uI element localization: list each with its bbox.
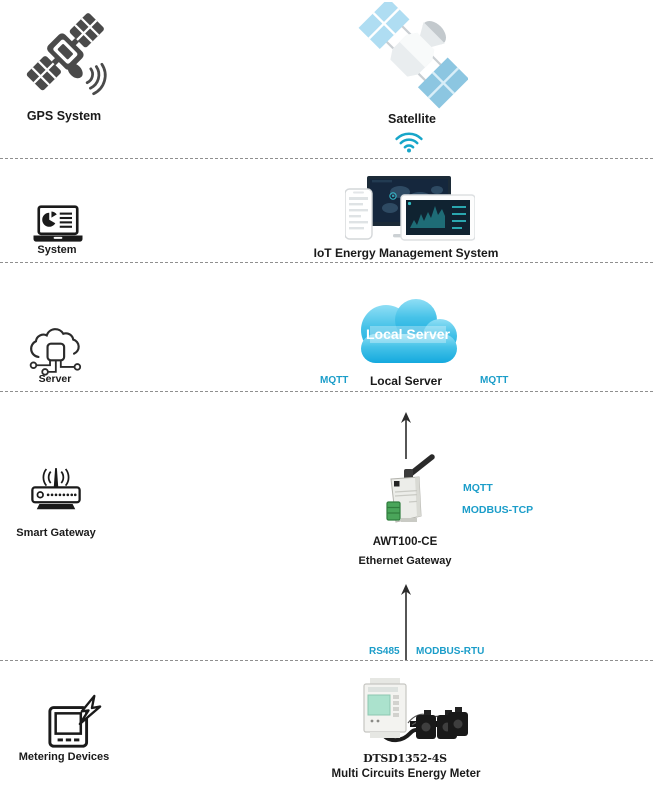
gateway-modbus-tcp-label: MODBUS-TCP: [462, 504, 534, 516]
gateway-mqtt-label: MQTT: [463, 482, 493, 494]
satellite-label: Satellite: [388, 112, 436, 126]
layer-divider: [0, 262, 653, 263]
layer-divider: [0, 660, 653, 661]
wifi-icon: [394, 129, 424, 153]
router-gateway-icon: [28, 461, 84, 519]
modbus-rtu-label: MODBUS-RTU: [416, 646, 485, 657]
system-label: System: [37, 244, 77, 256]
server-label: Server: [38, 373, 72, 385]
cloud-text: Local Server: [366, 326, 451, 342]
metering-devices-label: Metering Devices: [18, 751, 110, 763]
smart-gateway-label: Smart Gateway: [16, 527, 96, 539]
mqtt-right-label: MQTT: [480, 375, 509, 386]
iot-ems-devices-image: [345, 176, 475, 242]
multi-circuits-meter-label: Multi Circuits Energy Meter: [331, 768, 481, 780]
laptop-chart-icon: [30, 203, 86, 247]
local-server-label: Local Server: [369, 374, 443, 388]
iot-ems-label: IoT Energy Management System: [313, 246, 499, 260]
local-server-cloud: Local Server: [342, 288, 474, 374]
ethernet-gateway-label: Ethernet Gateway: [358, 555, 452, 567]
metering-device-icon: [44, 694, 106, 752]
gps-satellite-icon: [20, 10, 112, 102]
rs485-label: RS485: [369, 646, 400, 657]
arrow-gateway-to-server: [399, 412, 413, 460]
layer-divider: [0, 391, 653, 392]
dtsd-model-label: DTSD1352-4S: [363, 752, 447, 765]
energy-meter-image: [352, 677, 468, 745]
cloud-server-icon: [26, 325, 84, 379]
arrow-meter-to-gateway: [399, 584, 413, 660]
satellite-icon: [358, 2, 468, 112]
gps-system-label: GPS System: [26, 109, 102, 123]
awt100-device-image: [379, 452, 441, 526]
mqtt-left-label: MQTT: [320, 375, 349, 386]
awt100-model-label: AWT100-CE: [372, 536, 438, 548]
layer-divider: [0, 158, 653, 159]
